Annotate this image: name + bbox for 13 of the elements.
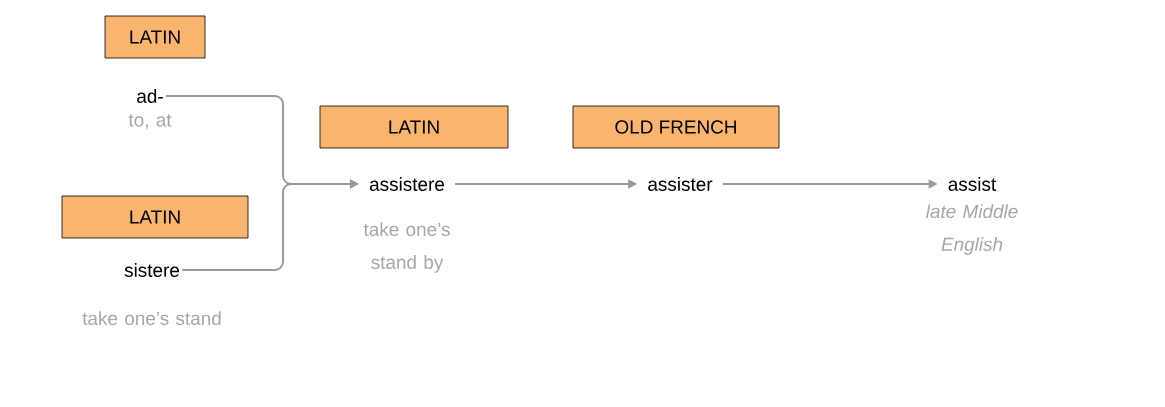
gloss-text: to, at bbox=[128, 114, 172, 129]
language-box: LATIN bbox=[104, 15, 206, 59]
word-text: sistere bbox=[124, 263, 180, 277]
gloss-text: take one’s stand bbox=[82, 311, 221, 326]
language-box: LATIN bbox=[61, 195, 249, 239]
language-box: LATIN bbox=[319, 105, 509, 149]
word-text: assister bbox=[648, 177, 713, 191]
gloss-text: take one’s stand by bbox=[363, 222, 450, 273]
word-text: ad- bbox=[137, 89, 163, 103]
word-text: assistere bbox=[369, 177, 445, 191]
gloss-text: late Middle English bbox=[926, 204, 1018, 255]
word-text: assist bbox=[948, 177, 997, 191]
language-box: OLD FRENCH bbox=[572, 105, 780, 149]
